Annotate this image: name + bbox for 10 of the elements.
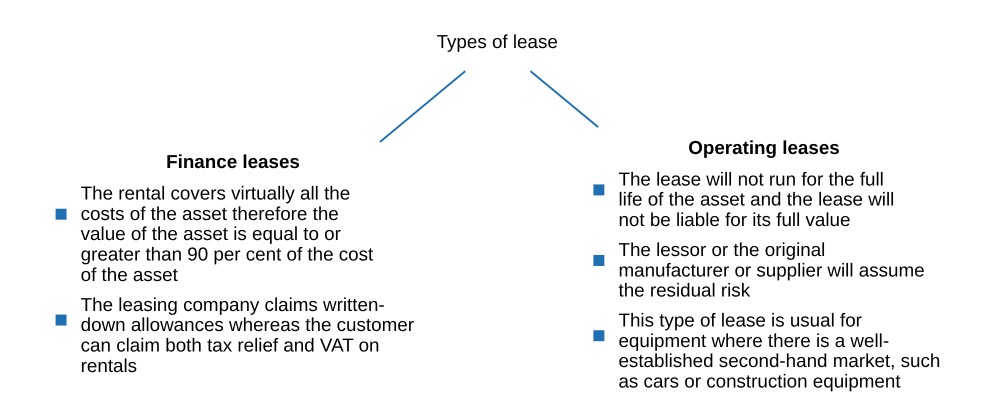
node-label: The rental covers virtually all the costs of the asset therefore the value of the asset is equal to or greater than 90 per cent of the cost of the asset: [80, 182, 373, 285]
node-label: Operating leases: [688, 136, 840, 158]
connector: [529, 70, 598, 128]
node-label: Finance leases: [166, 151, 300, 172]
node-label: This type of lease is usual for equipment where there is a well-established second-hand market, such as cars or construction equipment: [618, 309, 940, 392]
node-text: Types of lease: [436, 31, 558, 52]
node-label: The lease will not run for the full life of the asset and the lease will not be liable for its full value: [618, 168, 894, 230]
connector: [378, 70, 466, 143]
node-label: The lessor or the original manufacturer or supplier will assume the residual risk: [618, 238, 924, 301]
node-label: The leasing company claims written-down allowances whereas the customer can claim both tax relief and VAT on rentals: [80, 294, 414, 376]
